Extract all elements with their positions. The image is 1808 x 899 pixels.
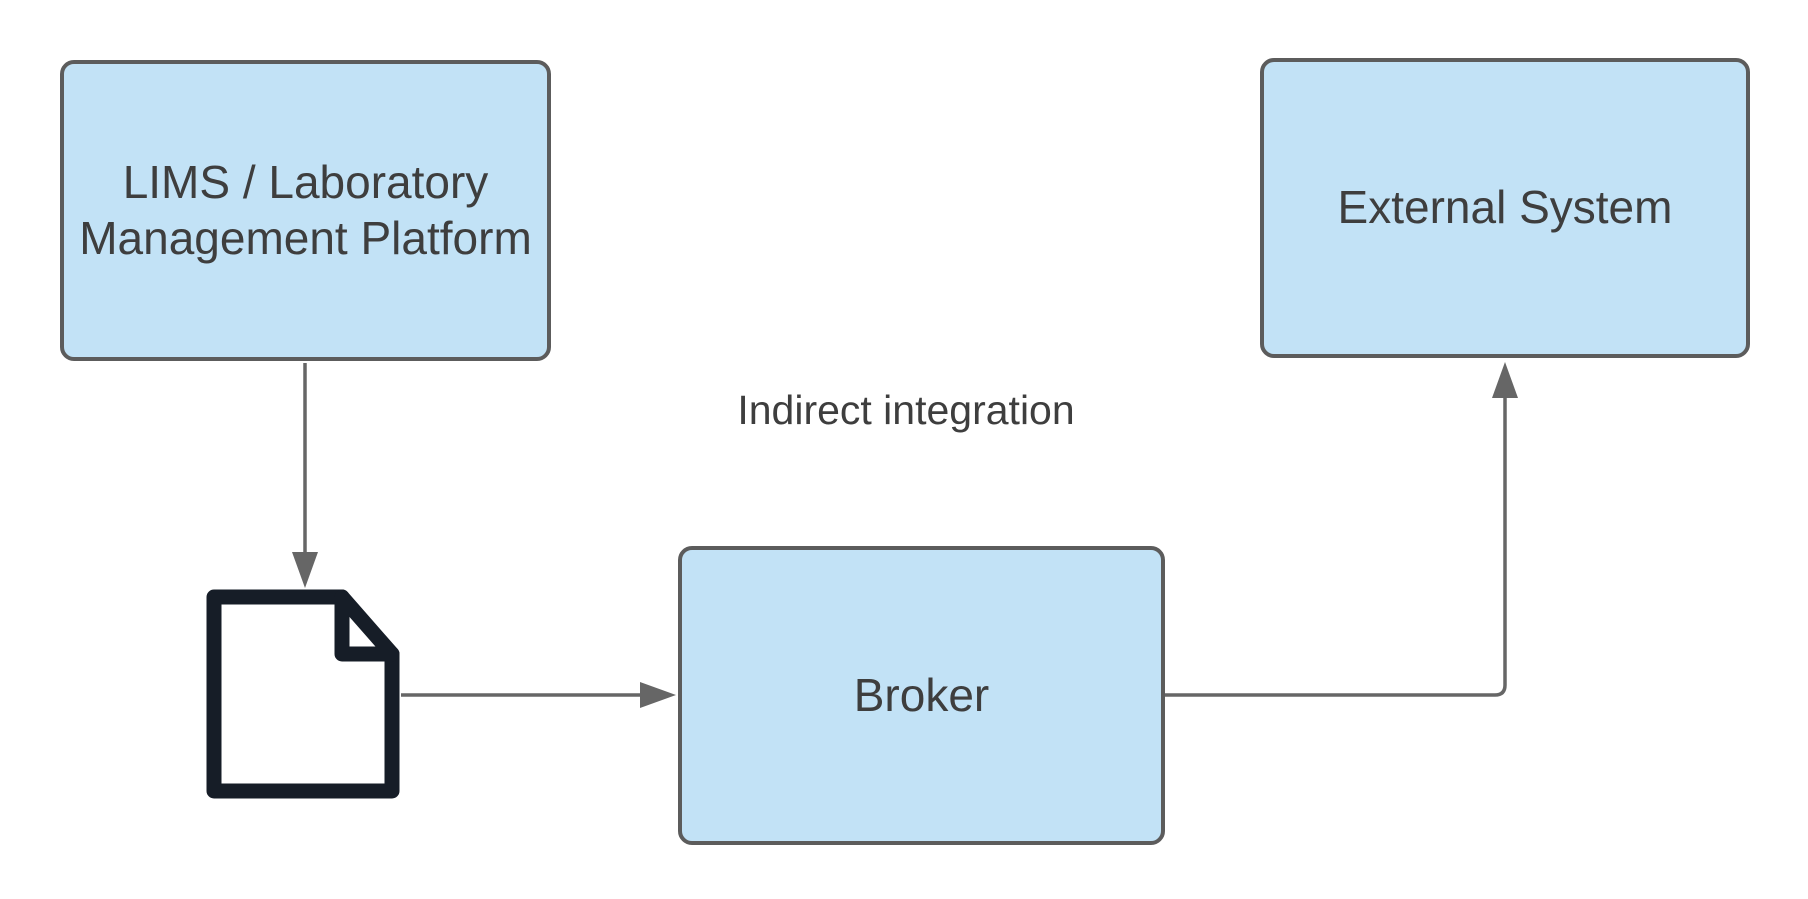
node-lims[interactable]: LIMS / Laboratory Management Platform (60, 60, 551, 361)
node-external-system-label: External System (1337, 181, 1673, 234)
arrowhead-up-icon (1492, 362, 1518, 398)
edge-broker-to-external-line (1165, 396, 1507, 697)
node-lims-label: LIMS / Laboratory Management Platform (79, 156, 532, 264)
arrowhead-right-icon (640, 682, 676, 708)
document-icon-body (206, 589, 400, 799)
annotation-indirect-integration[interactable]: Indirect integration (737, 387, 1075, 433)
edge-lims-to-document[interactable] (292, 363, 318, 588)
node-external-system[interactable]: External System (1260, 58, 1750, 358)
arrowhead-down-icon (292, 552, 318, 588)
node-broker-label: Broker (853, 668, 990, 721)
document-icon-fold (334, 589, 400, 662)
edge-document-to-broker[interactable] (401, 682, 676, 708)
edge-broker-to-external[interactable] (1165, 362, 1518, 697)
node-broker[interactable]: Broker (678, 546, 1165, 845)
document-icon[interactable] (205, 588, 400, 800)
